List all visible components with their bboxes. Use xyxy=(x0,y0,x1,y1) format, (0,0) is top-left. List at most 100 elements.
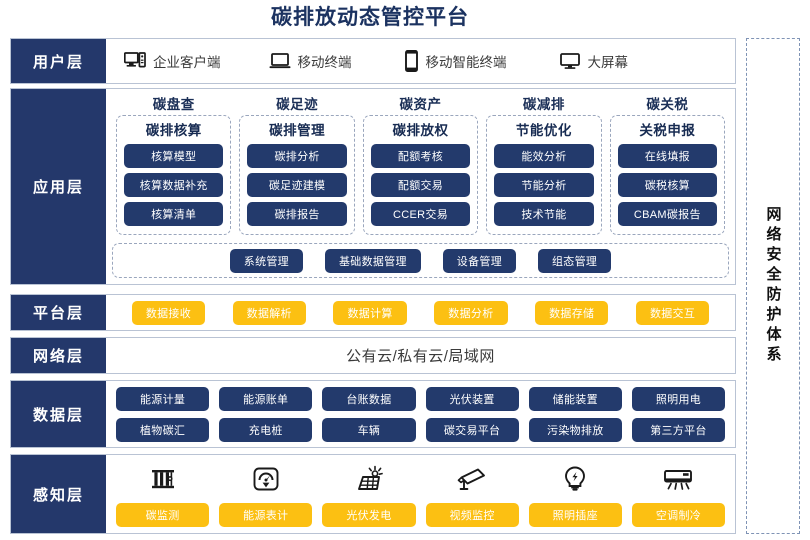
app-item-button[interactable]: 核算模型 xyxy=(124,144,224,168)
app-item-button[interactable]: CCER交易 xyxy=(370,202,471,226)
app-column-title: 碳关税 xyxy=(646,97,689,112)
app-item-button[interactable]: 碳足迹建模 xyxy=(247,173,347,197)
sensing-item-label[interactable]: 视频监控 xyxy=(425,502,519,527)
platform-item-button[interactable]: 数据交互 xyxy=(635,300,710,325)
data-item-button[interactable]: 储能装置 xyxy=(528,386,622,411)
data-row: 植物碳汇 充电桩 车辆 碳交易平台 污染物排放 第三方平台 xyxy=(116,417,726,442)
laptop-icon xyxy=(269,52,291,70)
sensing-item-label[interactable]: 碳监测 xyxy=(116,502,210,527)
layer-application: 应用层 碳盘查 碳排核算 核算模型 核算数据补充 核算清单 碳足迹 碳排管理 xyxy=(10,88,736,285)
platform-item-button[interactable]: 数据计算 xyxy=(333,300,407,325)
carbon-sensor-icon xyxy=(148,462,178,496)
app-item-button[interactable]: 核算清单 xyxy=(124,202,224,226)
app-column-carbon-tariff: 碳关税 关税申报 在线填报 碳税核算 CBAM碳报告 xyxy=(609,93,726,235)
sensing-cell-air-conditioning[interactable]: 空调制冷 xyxy=(631,462,726,527)
app-item-button[interactable]: 技术节能 xyxy=(494,202,594,226)
data-item-button[interactable]: 碳交易平台 xyxy=(425,417,519,442)
sensing-item-label[interactable]: 能源表计 xyxy=(219,502,313,527)
user-item-label: 移动终端 xyxy=(297,55,352,70)
app-item-button[interactable]: 碳排报告 xyxy=(247,202,347,226)
layer-application-body: 碳盘查 碳排核算 核算模型 核算数据补充 核算清单 碳足迹 碳排管理 碳排分析 … xyxy=(106,89,735,284)
user-item-mobile-terminal[interactable]: 移动终端 xyxy=(269,51,352,71)
sensing-item-label[interactable]: 空调制冷 xyxy=(631,502,726,527)
data-item-button[interactable]: 能源账单 xyxy=(219,386,313,411)
app-column-carbon-inventory: 碳盘查 碳排核算 核算模型 核算数据补充 核算清单 xyxy=(116,93,232,235)
app-item-button[interactable]: 能效分析 xyxy=(494,144,594,168)
app-box-title: 碳排核算 xyxy=(145,123,202,138)
energy-meter-icon xyxy=(251,462,281,496)
app-column-carbon-footprint: 碳足迹 碳排管理 碳排分析 碳足迹建模 碳排报告 xyxy=(239,93,355,235)
smartphone-icon xyxy=(404,50,419,72)
sensing-cell-lighting-socket[interactable]: 照明插座 xyxy=(528,462,622,527)
app-box-title: 碳排放权 xyxy=(392,123,449,138)
common-service-button[interactable]: 设备管理 xyxy=(442,248,516,273)
app-item-button[interactable]: CBAM碳报告 xyxy=(617,202,718,226)
user-item-label: 大屏幕 xyxy=(587,55,629,70)
app-column-carbon-asset: 碳资产 碳排放权 配额考核 配额交易 CCER交易 xyxy=(362,93,479,235)
app-column-box: 节能优化 能效分析 节能分析 技术节能 xyxy=(486,115,602,235)
layer-platform-label: 平台层 xyxy=(11,295,106,330)
layer-application-label: 应用层 xyxy=(11,89,106,284)
app-column-title: 碳足迹 xyxy=(276,97,319,112)
app-item-button[interactable]: 碳税核算 xyxy=(617,173,718,197)
layer-user-body: 企业客户端 移动终端 xyxy=(106,39,735,83)
data-item-button[interactable]: 台账数据 xyxy=(322,386,416,411)
common-service-button[interactable]: 基础数据管理 xyxy=(324,248,421,273)
sensing-cell-video-surveillance[interactable]: 视频监控 xyxy=(425,462,519,527)
sensing-cell-solar-power[interactable]: 光伏发电 xyxy=(322,462,416,527)
page-title: 碳排放动态管控平台 xyxy=(271,6,469,29)
sensing-item-label[interactable]: 照明插座 xyxy=(528,502,622,527)
cctv-camera-icon xyxy=(456,462,488,496)
app-item-button[interactable]: 核算数据补充 xyxy=(124,173,224,197)
layer-network: 网络层 公有云/私有云/局域网 xyxy=(10,337,736,374)
user-item-enterprise-client[interactable]: 企业客户端 xyxy=(123,51,221,71)
data-item-button[interactable]: 第三方平台 xyxy=(631,417,726,442)
layer-sensing: 感知层 xyxy=(10,454,736,534)
security-system-column: 网络安全防护体系 xyxy=(746,38,800,534)
layer-data: 数据层 能源计量 能源账单 台账数据 光伏装置 储能装置 照明用电 植物碳汇 充… xyxy=(10,380,736,448)
monitor-icon xyxy=(559,52,581,70)
layer-user-label: 用户层 xyxy=(11,39,106,83)
light-bulb-icon xyxy=(560,462,590,496)
platform-item-button[interactable]: 数据接收 xyxy=(131,300,206,325)
layer-platform-body: 数据接收 数据解析 数据计算 数据分析 数据存储 数据交互 xyxy=(106,295,735,330)
sensing-grid: 碳监测 能源表计 xyxy=(116,462,726,527)
data-row: 能源计量 能源账单 台账数据 光伏装置 储能装置 照明用电 xyxy=(116,386,726,411)
app-column-box: 碳排核算 核算模型 核算数据补充 核算清单 xyxy=(116,115,232,235)
layer-network-body: 公有云/私有云/局域网 xyxy=(106,338,735,373)
app-item-button[interactable]: 配额交易 xyxy=(370,173,471,197)
app-column-box: 关税申报 在线填报 碳税核算 CBAM碳报告 xyxy=(609,115,726,235)
data-item-button[interactable]: 能源计量 xyxy=(116,386,210,411)
app-item-button[interactable]: 节能分析 xyxy=(494,173,594,197)
common-service-button[interactable]: 系统管理 xyxy=(229,248,303,273)
data-item-button[interactable]: 照明用电 xyxy=(631,386,726,411)
common-service-button[interactable]: 组态管理 xyxy=(538,248,612,273)
app-column-title: 碳减排 xyxy=(522,97,565,112)
layer-network-label: 网络层 xyxy=(11,338,106,373)
security-system-label: 网络安全防护体系 xyxy=(764,206,782,366)
platform-item-button[interactable]: 数据存储 xyxy=(535,300,609,325)
user-item-smart-mobile-terminal[interactable]: 移动智能终端 xyxy=(404,50,507,72)
app-column-box: 碳排管理 碳排分析 碳足迹建模 碳排报告 xyxy=(239,115,355,235)
app-box-title: 关税申报 xyxy=(639,123,696,138)
sensing-item-label[interactable]: 光伏发电 xyxy=(322,502,416,527)
data-item-button[interactable]: 车辆 xyxy=(322,417,416,442)
desktop-tower-icon xyxy=(123,52,146,70)
data-item-button[interactable]: 污染物排放 xyxy=(528,417,622,442)
app-item-button[interactable]: 配额考核 xyxy=(370,144,471,168)
sensing-cell-carbon-monitor[interactable]: 碳监测 xyxy=(116,462,210,527)
layer-data-body: 能源计量 能源账单 台账数据 光伏装置 储能装置 照明用电 植物碳汇 充电桩 车… xyxy=(106,381,735,447)
user-item-label: 企业客户端 xyxy=(153,55,221,70)
platform-item-button[interactable]: 数据分析 xyxy=(434,300,508,325)
user-item-big-screen[interactable]: 大屏幕 xyxy=(559,51,629,71)
app-item-button[interactable]: 碳排分析 xyxy=(247,144,347,168)
layer-user: 用户层 企业客户端 xyxy=(10,38,736,84)
app-item-button[interactable]: 在线填报 xyxy=(617,144,718,168)
data-item-button[interactable]: 光伏装置 xyxy=(425,386,519,411)
data-item-button[interactable]: 植物碳汇 xyxy=(116,417,210,442)
app-box-title: 碳排管理 xyxy=(269,123,326,138)
data-item-button[interactable]: 充电桩 xyxy=(219,417,313,442)
platform-item-button[interactable]: 数据解析 xyxy=(232,300,306,325)
sensing-cell-energy-meter[interactable]: 能源表计 xyxy=(219,462,313,527)
